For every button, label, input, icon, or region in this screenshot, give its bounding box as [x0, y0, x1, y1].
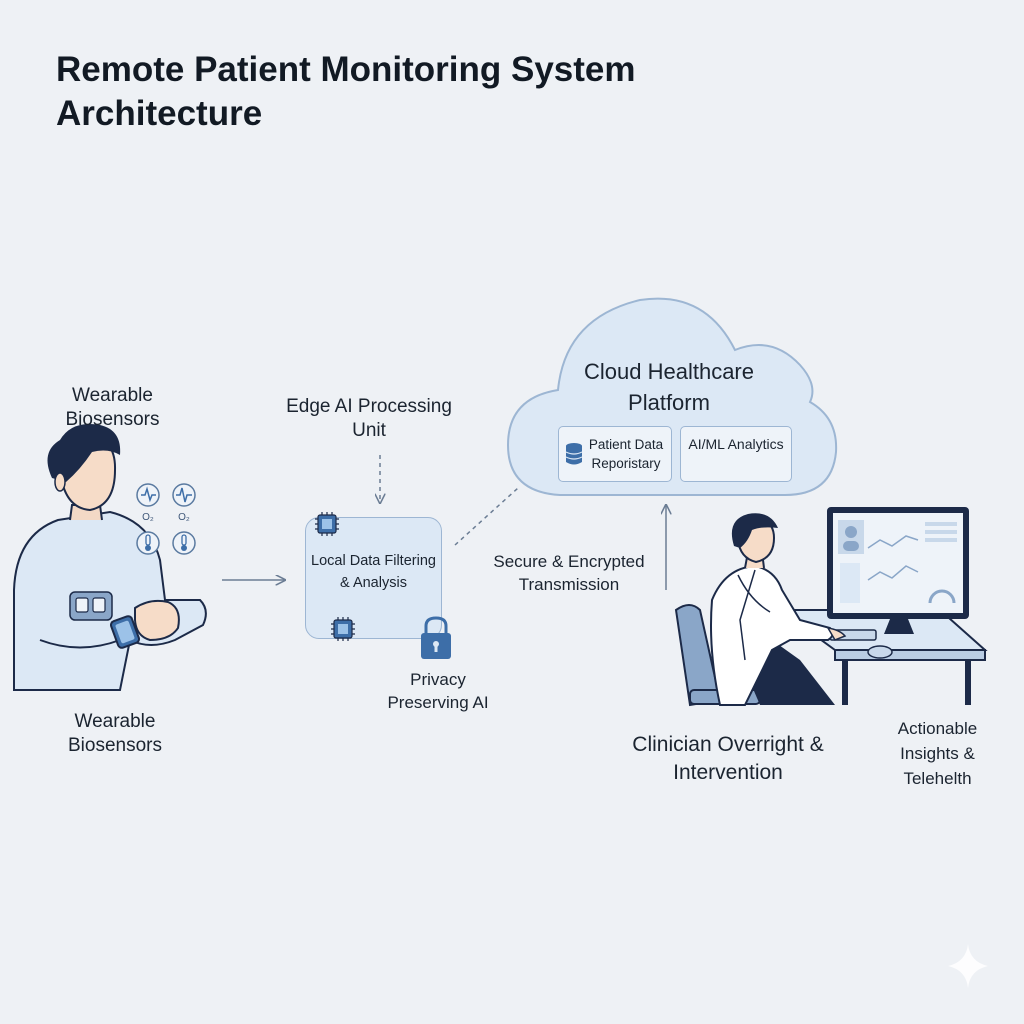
- mouse: [867, 645, 893, 659]
- analytics-label: AI/ML Analytics: [688, 436, 784, 452]
- thermometer-icon: [136, 531, 160, 555]
- sensors-top-label: Wearable Biosensors: [65, 385, 160, 430]
- chest-patch-sensor: [69, 591, 113, 621]
- repo-label: Patient Data Reporistary: [588, 437, 664, 471]
- sparkle-icon: [948, 944, 988, 988]
- thermometer-icon: [172, 531, 196, 555]
- heart-icon: [136, 483, 160, 507]
- ai-ml-analytics-box: AI/ML Analytics: [680, 426, 792, 482]
- transmission-label: Secure & Encrypted Transmission: [493, 552, 645, 594]
- pulse-icon: [172, 483, 196, 507]
- o2-caption: O₂: [178, 512, 190, 523]
- patient-data-repository-box: Patient Data Reporistary: [558, 426, 672, 482]
- computer-monitor: [827, 507, 969, 634]
- cloud-label: Cloud Healthcare Platform: [584, 359, 754, 415]
- patient-illustration: [13, 424, 207, 691]
- insights-label: Actionable Insights & Telehelth: [897, 719, 978, 788]
- clinician-illustration: [710, 513, 847, 706]
- privacy-label: Privacy Preserving AI: [387, 670, 489, 712]
- edge-processing-box: Local Data Filtering & Analysis: [305, 517, 442, 639]
- sensors-bottom-label: Wearable Biosensors: [68, 711, 162, 756]
- database-icon: [565, 443, 583, 465]
- clinician-label: Clinician Overright & Intervention: [632, 733, 824, 784]
- page-title: Remote Patient Monitoring System Archite…: [56, 50, 636, 133]
- edge-box-text: Local Data Filtering & Analysis: [311, 553, 436, 591]
- o2-caption: O₂: [142, 512, 154, 523]
- edge-to-cloud-link: [454, 487, 519, 546]
- edge-ai-label: Edge AI Processing Unit: [286, 396, 452, 441]
- smartwatch: [110, 599, 180, 649]
